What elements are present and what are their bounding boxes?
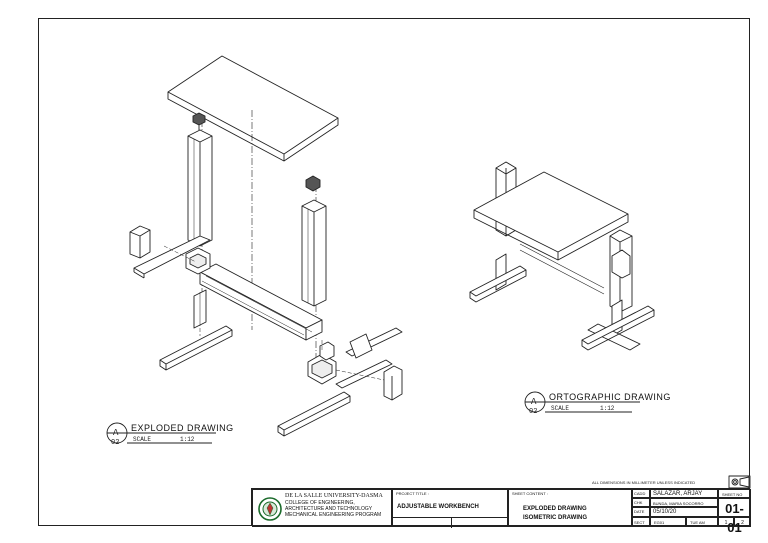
dimension-note: ALL DIMENSIONS IN MILLIMETER UNLESS INDI…: [592, 480, 696, 485]
exploded-bracket-right: [383, 365, 403, 401]
sheet-content-1: EXPLODED DRAWING: [523, 506, 587, 512]
exploded-foot-arm-right: [335, 327, 403, 389]
college-line: COLLEGE OF ENGINEERING,: [285, 500, 355, 506]
drawing-border: [38, 18, 750, 526]
cadd-label: CADD: [634, 491, 646, 496]
exploded-foot-right: [277, 391, 351, 437]
ortho-view-title: ORTOGRAPHIC DRAWING: [549, 392, 671, 402]
ortho-marker-number: 02: [529, 408, 538, 416]
ortho-view-marker: [524, 391, 640, 413]
exploded-foot-left: [159, 325, 233, 371]
sheet-content-label: SHEET CONTENT :: [512, 491, 548, 496]
school-name: DE LA SALLE UNIVERSITY-DASMA: [285, 493, 383, 499]
sect-label: SECT: [634, 520, 645, 525]
sheet-number: 01-01: [725, 501, 744, 535]
exploded-marker-letter: A: [113, 428, 119, 438]
exploded-tabletop: [167, 55, 339, 162]
ortho-marker-letter: A: [531, 397, 537, 407]
exploded-view-marker: [106, 422, 216, 444]
exploded-foot-arm-left: [133, 235, 211, 279]
iso-right-column: [609, 229, 633, 313]
sheet-number-cell: SHEET NO 01-01 1 2: [718, 489, 751, 535]
exploded-bracket-left: [129, 225, 151, 259]
exploded-plate-right: [307, 341, 337, 385]
title-block: DE LA SALLE UNIVERSITY-DASMA COLLEGE OF …: [251, 488, 751, 535]
ortho-scale-value: 1:12: [600, 405, 615, 412]
sheet-no-label: SHEET NO: [722, 492, 743, 497]
exploded-crossbeam: [199, 263, 323, 341]
program-line: MECHANICAL ENGINEERING PROGRAM: [285, 512, 382, 518]
exploded-plate-left: [185, 247, 211, 275]
exploded-scale-value: 1:12: [180, 436, 195, 443]
exploded-column-right: [301, 199, 327, 307]
exploded-leg-lower-left: [193, 289, 207, 329]
chk-label: CHK: [634, 500, 643, 505]
exploded-column-left: [187, 129, 213, 247]
day-value: TUE AM: [690, 520, 705, 525]
project-title-label: PROJECT TITLE :: [396, 491, 429, 496]
projection-symbol-icon: [728, 475, 751, 489]
sheet-of-1: 1: [724, 520, 728, 526]
chk-value: BUNDA, MARIA SOCORRO: [653, 501, 704, 506]
sect-value: EG01: [654, 520, 665, 525]
exploded-knob-right: [305, 175, 321, 192]
project-cell: PROJECT TITLE : ADJUSTABLE WORKBENCH: [392, 489, 509, 528]
exploded-view-title: EXPLODED DRAWING: [131, 423, 234, 433]
exploded-marker-number: 02: [111, 439, 120, 447]
college-line-2: ARCHITECTURE AND TECHNOLOGY: [285, 506, 373, 512]
sheet-of-2: 2: [741, 520, 744, 526]
iso-right-leg: [581, 299, 655, 351]
date-label: DATE: [634, 509, 645, 514]
university-seal-icon: [258, 497, 282, 521]
exploded-scale-label: SCALE: [133, 436, 152, 443]
iso-left-leg: [469, 253, 527, 303]
school-cell: DE LA SALLE UNIVERSITY-DASMA COLLEGE OF …: [252, 489, 392, 527]
cadd-value: SALAZAR, ARJAY: [653, 491, 703, 497]
date-value: 05/10/20: [653, 509, 677, 515]
iso-tabletop: [473, 171, 629, 261]
credits-cell: CADD SALAZAR, ARJAY CHK BUNDA, MARIA SOC…: [632, 489, 718, 527]
exploded-knob-left: [192, 112, 206, 130]
sheet-content-cell: SHEET CONTENT : EXPLODED DRAWING ISOMETR…: [508, 489, 632, 527]
ortho-scale-label: SCALE: [551, 405, 570, 412]
sheet-content-2: ISOMETRIC DRAWING: [523, 515, 587, 521]
project-title: ADJUSTABLE WORKBENCH: [397, 504, 479, 510]
